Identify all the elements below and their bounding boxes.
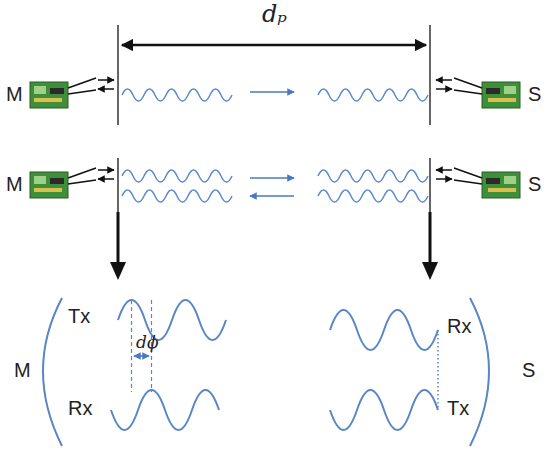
radio-board [436,168,520,198]
tx-wave [330,390,438,430]
signal-wave [122,190,232,202]
text-label: S [528,84,541,104]
signal-wave [318,190,428,202]
radio-board [436,78,520,108]
rx-wave [330,310,438,350]
bracket [43,298,62,446]
text-label: Tx [447,398,469,418]
antenna-plate [429,25,431,125]
tx-wave [118,300,226,340]
signal-wave [318,89,428,101]
direction-arrow [250,91,294,93]
rx-wave [111,390,219,430]
text-label: M [6,174,23,194]
text-label: M [6,84,23,104]
phase-marker [131,300,132,392]
text-label: Rx [68,398,92,418]
down-arrow-head [110,262,126,280]
antenna-plate [429,158,431,212]
radio-board [30,168,114,198]
antenna-plate [117,25,119,125]
direction-arrow [250,195,294,197]
text-label: M [14,360,31,380]
radio-board [30,78,114,108]
antenna-plate [117,158,119,212]
signal-wave [122,170,232,182]
direction-arrow [250,177,294,179]
down-arrow [117,212,120,264]
down-arrow-head [422,262,438,280]
signal-wave [122,89,232,101]
text-label: Rx [447,316,471,336]
math-symbol: dₚ [262,2,287,26]
phase-arrow [134,355,149,357]
text-label: S [522,360,535,380]
text-label: Tx [68,306,90,326]
bracket [470,298,489,446]
phase-marker [437,330,439,410]
text-label: S [528,174,541,194]
distance-arrow [122,44,426,47]
down-arrow [429,212,432,264]
signal-wave [318,170,428,182]
math-symbol: dϕ [136,334,158,351]
